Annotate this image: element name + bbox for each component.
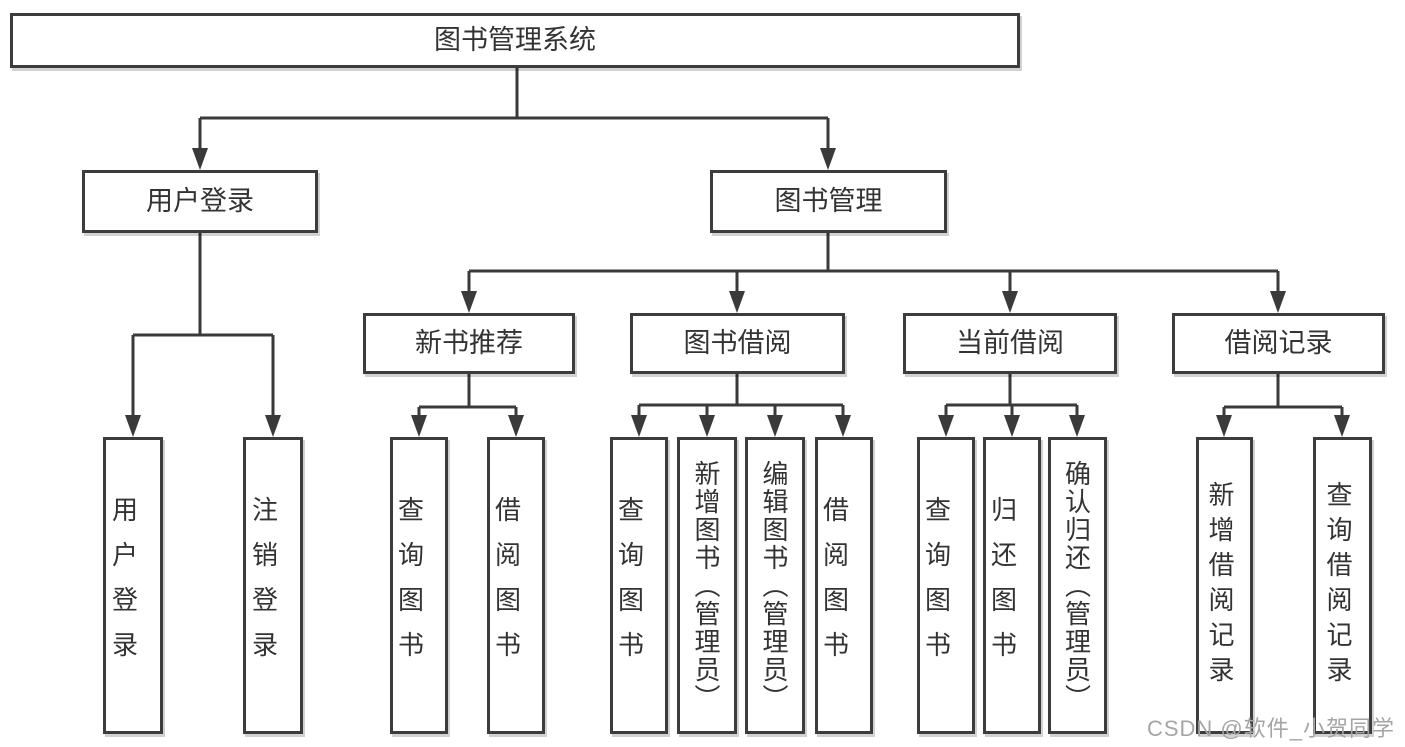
leaf-edit-book-admin: 编辑图书（管理员）	[745, 437, 805, 734]
node-book-management: 图书管理	[710, 170, 947, 233]
leaf-return-book: 归还图书	[983, 437, 1041, 734]
node-label: 查询图书	[614, 495, 645, 676]
node-label: 用户登录	[146, 186, 254, 216]
leaf-query-book-recommend: 查询图书	[390, 437, 448, 734]
node-label: 新增图书（管理员）	[691, 459, 721, 712]
node-label: 查询图书	[394, 495, 425, 676]
node-label: 编辑图书（管理员）	[759, 459, 789, 712]
leaf-user-login: 用户登录	[103, 437, 163, 734]
leaf-add-book-admin: 新增图书（管理员）	[677, 437, 737, 734]
leaf-borrow-book: 借阅图书	[815, 437, 873, 734]
node-label: 注销登录	[248, 495, 279, 676]
node-label: 查询图书	[921, 495, 952, 676]
node-new-book-recommend: 新书推荐	[363, 313, 575, 374]
node-label: 图书管理	[774, 186, 883, 216]
leaf-query-book-current: 查询图书	[917, 437, 975, 734]
node-label: 查询借阅记录	[1323, 480, 1353, 691]
leaf-add-borrow-record: 新增借阅记录	[1196, 437, 1253, 734]
node-label: 确认归还（管理员）	[1061, 459, 1092, 712]
leaf-borrow-book-recommend: 借阅图书	[487, 437, 545, 734]
node-label: 图书借阅	[683, 328, 792, 358]
node-label: 当前借阅	[956, 328, 1064, 358]
node-label: 借阅记录	[1224, 328, 1333, 358]
node-label: 新书推荐	[415, 328, 523, 358]
node-label: 归还图书	[987, 495, 1018, 676]
node-label: 用户登录	[108, 495, 139, 676]
csdn-watermark: CSDN @软件_小贺同学	[1146, 716, 1395, 741]
node-user-login: 用户登录	[82, 170, 318, 233]
node-label: 图书管理系统	[434, 25, 596, 55]
leaf-query-borrow-record: 查询借阅记录	[1313, 437, 1372, 734]
leaf-query-book-borrow: 查询图书	[610, 437, 668, 734]
node-borrow-record: 借阅记录	[1172, 313, 1385, 374]
node-current-borrow: 当前借阅	[903, 313, 1117, 374]
node-root-book-management-system: 图书管理系统	[10, 13, 1020, 68]
node-label: 新增借阅记录	[1205, 480, 1235, 691]
node-book-borrow: 图书借阅	[630, 313, 845, 374]
leaf-confirm-return-admin: 确认归还（管理员）	[1048, 437, 1107, 734]
leaf-logout: 注销登录	[243, 437, 303, 734]
node-label: 借阅图书	[819, 495, 850, 676]
node-label: 借阅图书	[491, 495, 522, 676]
